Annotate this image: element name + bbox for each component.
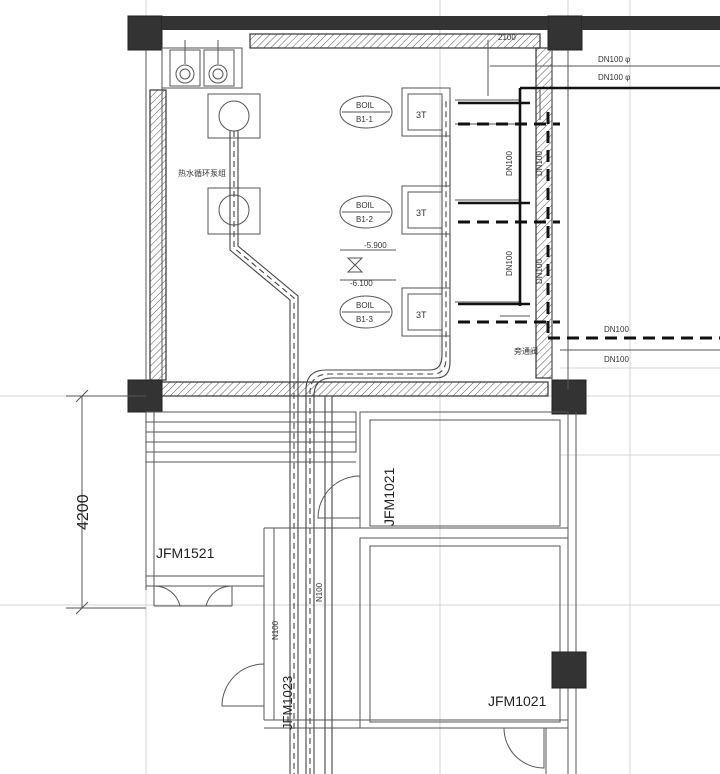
door-jfm1021-b-swing xyxy=(503,727,545,769)
boiler-b1-3 xyxy=(339,287,560,337)
dn100-top-label: DN100 φ xyxy=(598,55,630,64)
level-marker xyxy=(340,249,396,281)
supply-pipe xyxy=(229,100,451,774)
door-label-jfm1521: JFM1521 xyxy=(156,545,215,561)
dn100-riser-4: DN100 xyxy=(535,259,544,284)
equipment-note: 热水循环泵组 xyxy=(178,168,226,178)
boiler-1-name: BOIL xyxy=(356,101,375,110)
riser-text-2: N100 xyxy=(315,582,324,602)
boiler-3-name: BOIL xyxy=(356,301,375,310)
boiler-1-code: B1-1 xyxy=(356,115,373,124)
dimension-4200 xyxy=(66,389,146,615)
dn100-right-2: DN100 xyxy=(604,355,629,364)
dimension-4200-label: 4200 xyxy=(75,494,92,530)
boiler-3-code: B1-3 xyxy=(356,315,373,324)
door-jfm1521-swing xyxy=(153,585,233,607)
boiler-1-capacity: 3T xyxy=(416,110,427,120)
level-bottom-label: -6.100 xyxy=(350,279,373,288)
dn100-riser-1: DN100 xyxy=(505,151,514,176)
boiler-b1-1 xyxy=(339,87,560,137)
boiler-room-walls xyxy=(127,15,720,415)
dn100-top2-label: DN100 φ xyxy=(598,73,630,82)
dim-2100-label: 2100 xyxy=(498,33,516,42)
door-jfm1021-swing xyxy=(317,475,361,519)
dn100-riser-3: DN100 xyxy=(535,151,544,176)
boiler-b1-2 xyxy=(339,185,560,235)
bypass-valve-note: 旁通阀 xyxy=(514,346,538,356)
lower-rooms xyxy=(145,411,587,774)
boiler-3-capacity: 3T xyxy=(416,310,427,320)
door-label-jfm1021-a: JFM1021 xyxy=(381,467,397,526)
dn100-riser-2: DN100 xyxy=(505,251,514,276)
pump-equipment xyxy=(161,40,261,235)
riser-text-1: N100 xyxy=(271,620,280,640)
boiler-2-code: B1-2 xyxy=(356,215,373,224)
main-risers xyxy=(487,40,720,351)
door-jfm1023-swing xyxy=(221,663,265,707)
level-top-label: -5.900 xyxy=(364,241,387,250)
boiler-2-capacity: 3T xyxy=(416,208,427,218)
boiler-2-name: BOIL xyxy=(356,201,375,210)
door-label-jfm1023: JFM1023 xyxy=(280,676,295,730)
dn100-right-1: DN100 xyxy=(604,325,629,334)
door-label-jfm1021-b: JFM1021 xyxy=(488,693,547,709)
